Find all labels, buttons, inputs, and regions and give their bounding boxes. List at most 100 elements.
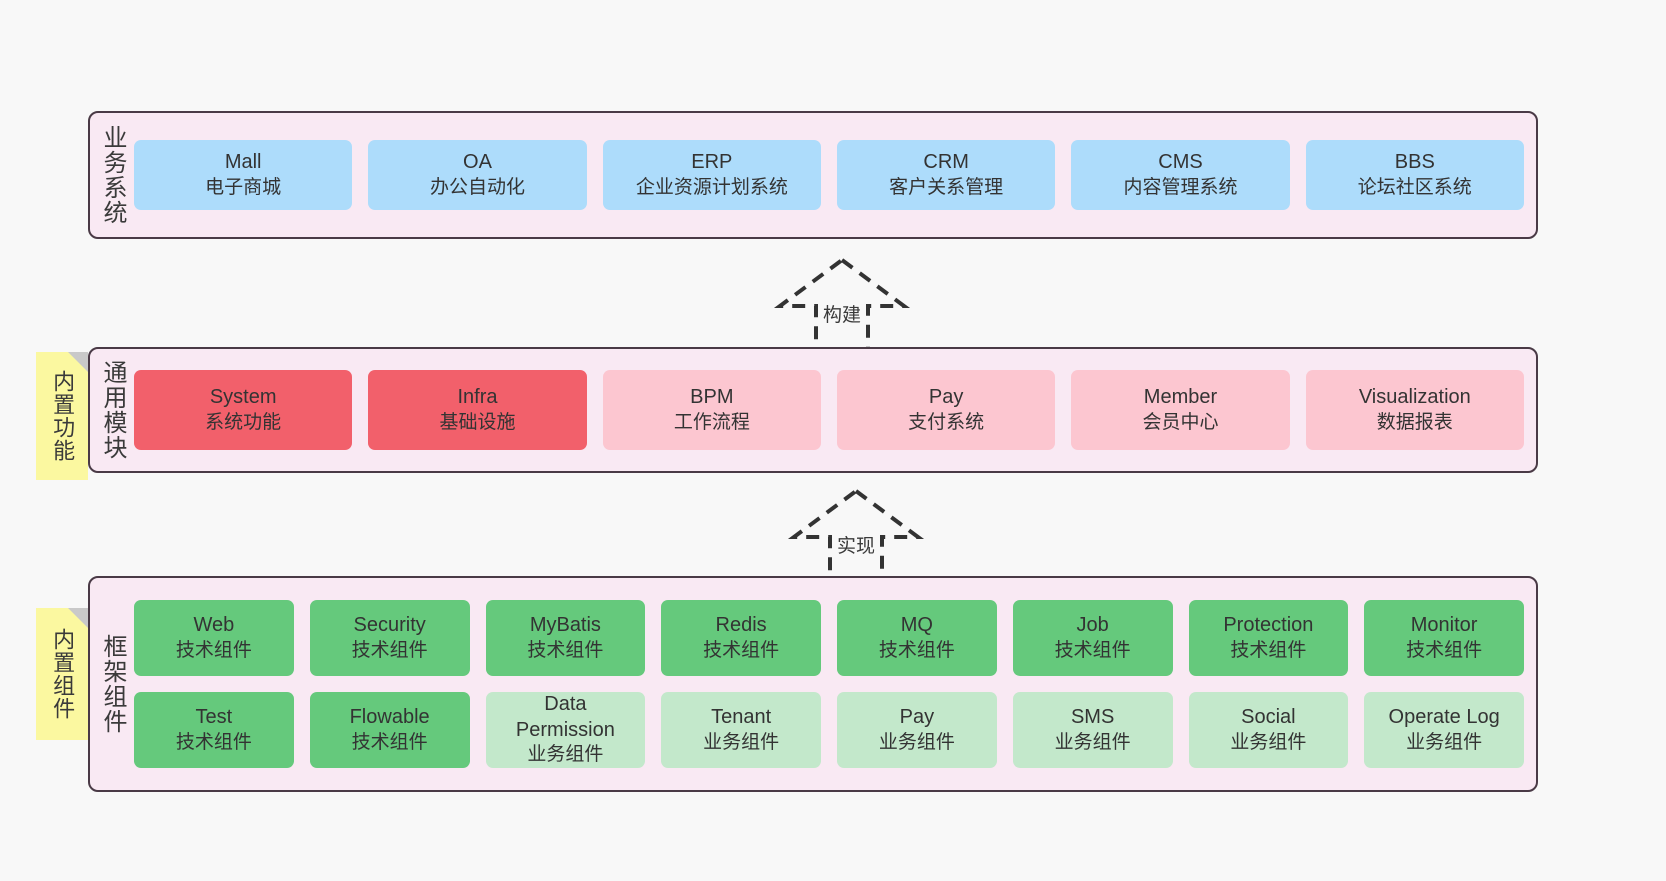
- layer-body-framework-components: Web 技术组件 Security 技术组件 MyBatis 技术组件 Redi…: [134, 578, 1536, 790]
- note-builtin-function: 内置功能: [36, 352, 88, 480]
- node-pay-component[interactable]: Pay 业务组件: [837, 692, 997, 768]
- layer-title-common-modules: 通用模块: [98, 360, 126, 460]
- layer-row: Test 技术组件 Flowable 技术组件 Data Permission …: [134, 692, 1524, 768]
- note-fold-corner-icon: [68, 608, 88, 628]
- node-bpm[interactable]: BPM 工作流程: [602, 370, 821, 450]
- node-title: ERP: [691, 151, 733, 174]
- node-subtitle: 业务组件: [878, 731, 955, 753]
- node-subtitle: 业务组件: [703, 731, 780, 753]
- node-redis[interactable]: Redis 技术组件: [661, 600, 821, 676]
- note-label: 内置功能: [50, 370, 76, 462]
- node-pay-module[interactable]: Pay 支付系统: [836, 370, 1056, 450]
- node-subtitle: 业务组件: [527, 744, 604, 766]
- node-subtitle: 技术组件: [351, 731, 428, 753]
- node-title: Pay: [928, 386, 964, 409]
- node-mall[interactable]: Mall 电子商城: [134, 140, 353, 210]
- node-title: OA: [463, 151, 492, 174]
- node-job[interactable]: Job 技术组件: [1012, 600, 1173, 676]
- node-subtitle: 基础设施: [439, 411, 516, 433]
- node-title: Operate Log: [1388, 706, 1500, 729]
- node-security[interactable]: Security 技术组件: [309, 600, 470, 676]
- node-subtitle: 内容管理系统: [1123, 176, 1238, 198]
- node-subtitle: 系统功能: [205, 411, 282, 433]
- node-title: Tenant: [711, 706, 772, 729]
- connector-label-build: 构建: [822, 305, 862, 326]
- layer-common-modules: 通用模块 System 系统功能 Infra 基础设施 BPM 工作流程 Pay…: [88, 347, 1538, 473]
- node-title: CMS: [1158, 151, 1203, 174]
- note-fold-corner-icon: [68, 352, 88, 372]
- node-subtitle: 会员中心: [1142, 411, 1219, 433]
- node-subtitle: 技术组件: [175, 639, 252, 661]
- node-web[interactable]: Web 技术组件: [134, 600, 294, 676]
- node-sms[interactable]: SMS 业务组件: [1012, 692, 1173, 768]
- node-mq[interactable]: MQ 技术组件: [837, 600, 997, 676]
- node-member[interactable]: Member 会员中心: [1071, 370, 1290, 450]
- node-subtitle: 支付系统: [908, 411, 985, 433]
- node-subtitle: 业务组件: [1406, 731, 1483, 753]
- node-title: Job: [1076, 614, 1109, 637]
- node-subtitle: 技术组件: [1406, 639, 1483, 661]
- node-subtitle: 办公自动化: [429, 176, 525, 198]
- node-title: Monitor: [1410, 614, 1478, 637]
- node-monitor[interactable]: Monitor 技术组件: [1364, 600, 1524, 676]
- node-erp[interactable]: ERP 企业资源计划系统: [602, 140, 821, 210]
- node-title: Social: [1241, 706, 1296, 729]
- node-flowable[interactable]: Flowable 技术组件: [309, 692, 470, 768]
- node-visualization[interactable]: Visualization 数据报表: [1305, 370, 1524, 450]
- layer-title-business-systems: 业务系统: [98, 125, 126, 225]
- node-title: Security: [353, 614, 426, 637]
- node-subtitle: 技术组件: [703, 639, 780, 661]
- node-title: Member: [1143, 386, 1218, 409]
- node-title: Infra: [457, 386, 498, 409]
- node-title: System: [209, 386, 277, 409]
- node-crm[interactable]: CRM 客户关系管理: [836, 140, 1056, 210]
- node-title: BPM: [690, 386, 734, 409]
- node-title: MQ: [900, 614, 933, 637]
- layer-body-common-modules: System 系统功能 Infra 基础设施 BPM 工作流程 Pay 支付系统…: [134, 349, 1536, 471]
- node-cms[interactable]: CMS 内容管理系统: [1071, 140, 1290, 210]
- connector-realize: 实现: [766, 488, 946, 583]
- node-title: Protection: [1223, 614, 1314, 637]
- node-operate-log[interactable]: Operate Log 业务组件: [1364, 692, 1524, 768]
- layer-title-framework-components: 框架组件: [98, 634, 126, 734]
- node-system[interactable]: System 系统功能: [134, 370, 353, 450]
- layer-framework-components: 框架组件 Web 技术组件 Security 技术组件 MyBatis 技术组件…: [88, 576, 1538, 792]
- node-subtitle: 数据报表: [1376, 411, 1453, 433]
- node-subtitle: 业务组件: [1054, 731, 1131, 753]
- node-title: Redis: [715, 614, 767, 637]
- node-title: Web: [193, 614, 235, 637]
- connector-build: 构建: [752, 257, 932, 352]
- node-subtitle: 企业资源计划系统: [635, 176, 788, 198]
- node-subtitle: 技术组件: [878, 639, 955, 661]
- layer-row: System 系统功能 Infra 基础设施 BPM 工作流程 Pay 支付系统…: [134, 370, 1524, 450]
- layer-body-business-systems: Mall 电子商城 OA 办公自动化 ERP 企业资源计划系统 CRM 客户关系…: [134, 113, 1536, 237]
- node-subtitle: 技术组件: [175, 731, 252, 753]
- node-title: Data: [544, 693, 587, 716]
- node-bbs[interactable]: BBS 论坛社区系统: [1305, 140, 1524, 210]
- node-subtitle: 技术组件: [1230, 639, 1307, 661]
- node-title: Visualization: [1358, 386, 1471, 409]
- node-title: Test: [195, 706, 233, 729]
- node-subtitle: 技术组件: [1054, 639, 1131, 661]
- node-test[interactable]: Test 技术组件: [134, 692, 294, 768]
- node-data-permission[interactable]: Data Permission 业务组件: [485, 692, 646, 768]
- layer-business-systems: 业务系统 Mall 电子商城 OA 办公自动化 ERP 企业资源计划系统 CRM…: [88, 111, 1538, 239]
- node-subtitle: 工作流程: [673, 411, 750, 433]
- node-mybatis[interactable]: MyBatis 技术组件: [485, 600, 646, 676]
- node-oa[interactable]: OA 办公自动化: [368, 140, 587, 210]
- node-infra[interactable]: Infra 基础设施: [368, 370, 587, 450]
- node-subtitle: 技术组件: [527, 639, 604, 661]
- node-tenant[interactable]: Tenant 业务组件: [661, 692, 821, 768]
- node-subtitle: 电子商城: [205, 176, 282, 198]
- node-title: SMS: [1070, 706, 1115, 729]
- connector-label-realize: 实现: [836, 536, 876, 557]
- node-title-line2: Permission: [515, 718, 615, 741]
- layer-row: Web 技术组件 Security 技术组件 MyBatis 技术组件 Redi…: [134, 600, 1524, 676]
- node-social[interactable]: Social 业务组件: [1188, 692, 1349, 768]
- node-title: Mall: [224, 151, 262, 174]
- node-subtitle: 客户关系管理: [889, 176, 1004, 198]
- node-protection[interactable]: Protection 技术组件: [1188, 600, 1349, 676]
- node-subtitle: 技术组件: [351, 639, 428, 661]
- note-label: 内置组件: [50, 628, 76, 720]
